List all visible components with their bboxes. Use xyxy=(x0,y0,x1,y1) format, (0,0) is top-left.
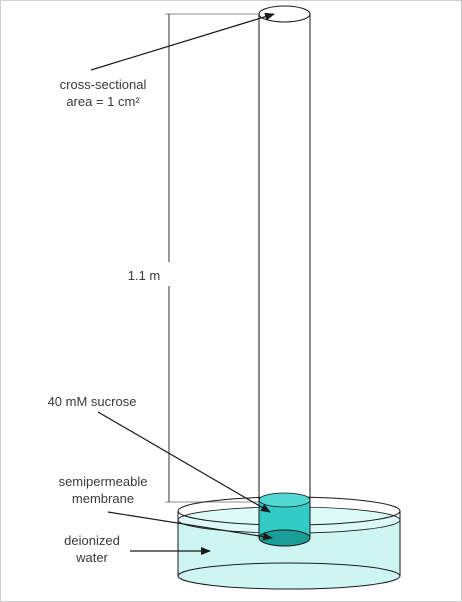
area-label-line2: area = 1 cm² xyxy=(66,94,140,109)
area-label-line1: cross-sectional xyxy=(60,77,147,92)
membrane-label-line1: semipermeable xyxy=(59,474,148,489)
water-label-line1: deionized xyxy=(64,533,120,548)
glass-tube xyxy=(258,5,311,538)
water-label-line2: water xyxy=(75,550,108,565)
sucrose-label: 40 mM sucrose xyxy=(48,394,137,409)
sucrose-arrow xyxy=(97,411,271,513)
area-arrow xyxy=(90,12,275,71)
water-body xyxy=(178,520,400,589)
height-label: 1.1 m xyxy=(128,268,161,283)
tube-top-opening xyxy=(258,5,311,23)
membrane-disc xyxy=(258,529,311,547)
sucrose-solution xyxy=(258,492,311,547)
membrane-arrow xyxy=(107,511,273,541)
dish-bottom xyxy=(177,562,401,590)
membrane-label-line2: membrane xyxy=(72,491,134,506)
height-dimension xyxy=(118,13,259,503)
